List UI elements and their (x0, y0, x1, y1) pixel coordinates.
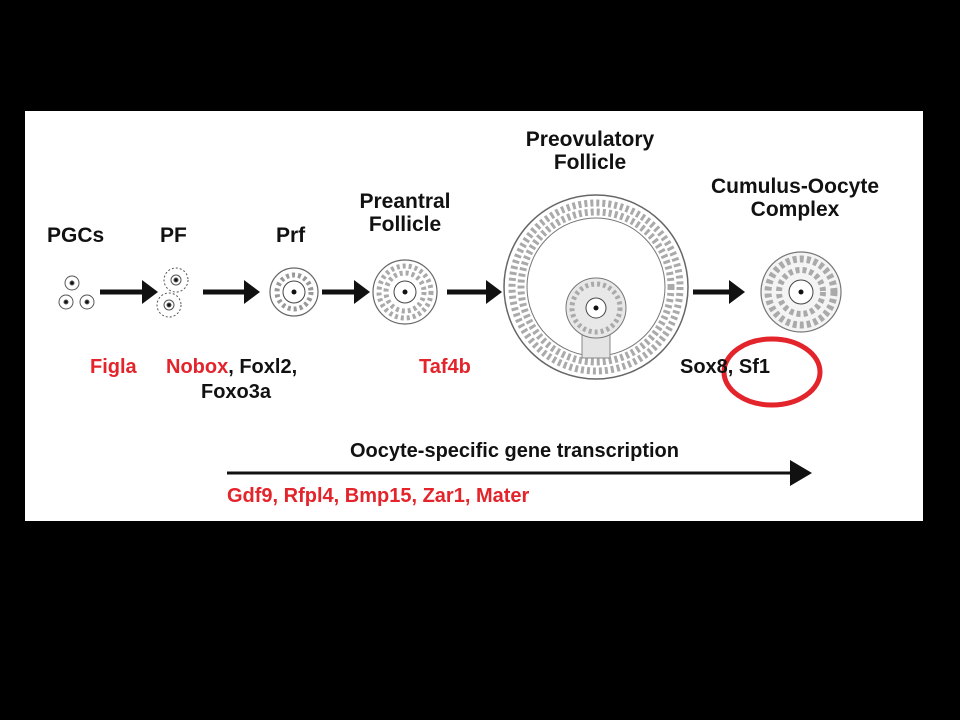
arrowhead (790, 460, 812, 486)
gene-figla: Figla (90, 356, 137, 378)
gene-foxo3a: Foxo3a (201, 381, 272, 403)
primordial-follicles (156, 267, 189, 318)
gene-nobox: Nobox (166, 356, 229, 378)
arrowhead (142, 280, 158, 304)
gene-taf4b: Taf4b (419, 356, 471, 378)
preantral-follicle (372, 259, 438, 325)
arrowhead (729, 280, 745, 304)
gene-sox8-sf1: Sox8, Sf1 (680, 356, 771, 378)
pgc-cells (58, 275, 95, 310)
transcription-title: Oocyte-specific gene transcription (350, 440, 679, 462)
label-pf: PF (160, 224, 187, 247)
transcription-genes: Gdf9, Rfpl4, Bmp15, Zar1, Mater (227, 485, 530, 507)
gene-group-nobox-foxl2: Nobox, Foxl2, (166, 356, 297, 379)
arrowhead (354, 280, 370, 304)
cumulus-oocyte-complex (760, 251, 842, 333)
arrowhead (244, 280, 260, 304)
label-prf: Prf (276, 224, 306, 247)
preovulatory-follicle (503, 194, 689, 380)
arrowhead (486, 280, 502, 304)
label-pgcs: PGCs (47, 224, 105, 247)
highlight-circle (721, 336, 823, 408)
gene-foxl2: , Foxl2, (228, 356, 298, 378)
primary-follicle (269, 267, 319, 317)
